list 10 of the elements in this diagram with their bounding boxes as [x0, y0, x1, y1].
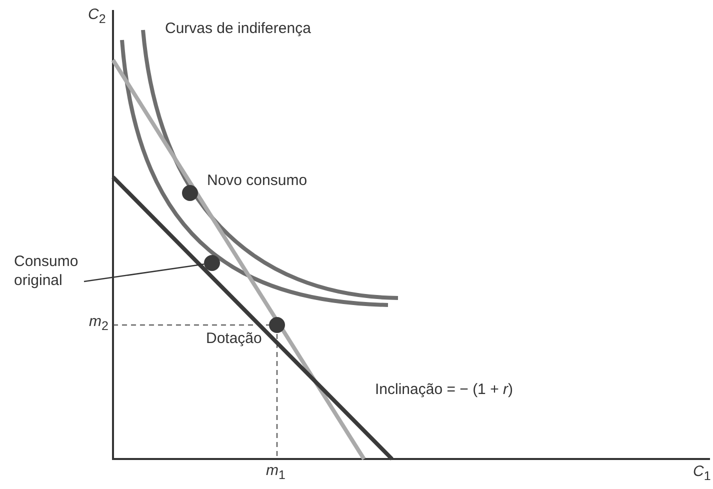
tick-label: m$_{2}$: [89, 313, 108, 334]
point-label: Dotação: [206, 330, 262, 348]
curve-label: Curvas de indiferença: [165, 20, 311, 38]
axis-label: C$_{1}$: [693, 463, 711, 484]
callout-text: Consumo original: [14, 253, 92, 290]
tick-label: m$_{1}$: [266, 462, 286, 483]
axis-label: C$_{2}$: [88, 6, 106, 27]
slope-label: Inclinação = − (1 + r): [375, 381, 513, 399]
point-label: Novo consumo: [207, 172, 308, 190]
leader-line: [84, 264, 204, 282]
